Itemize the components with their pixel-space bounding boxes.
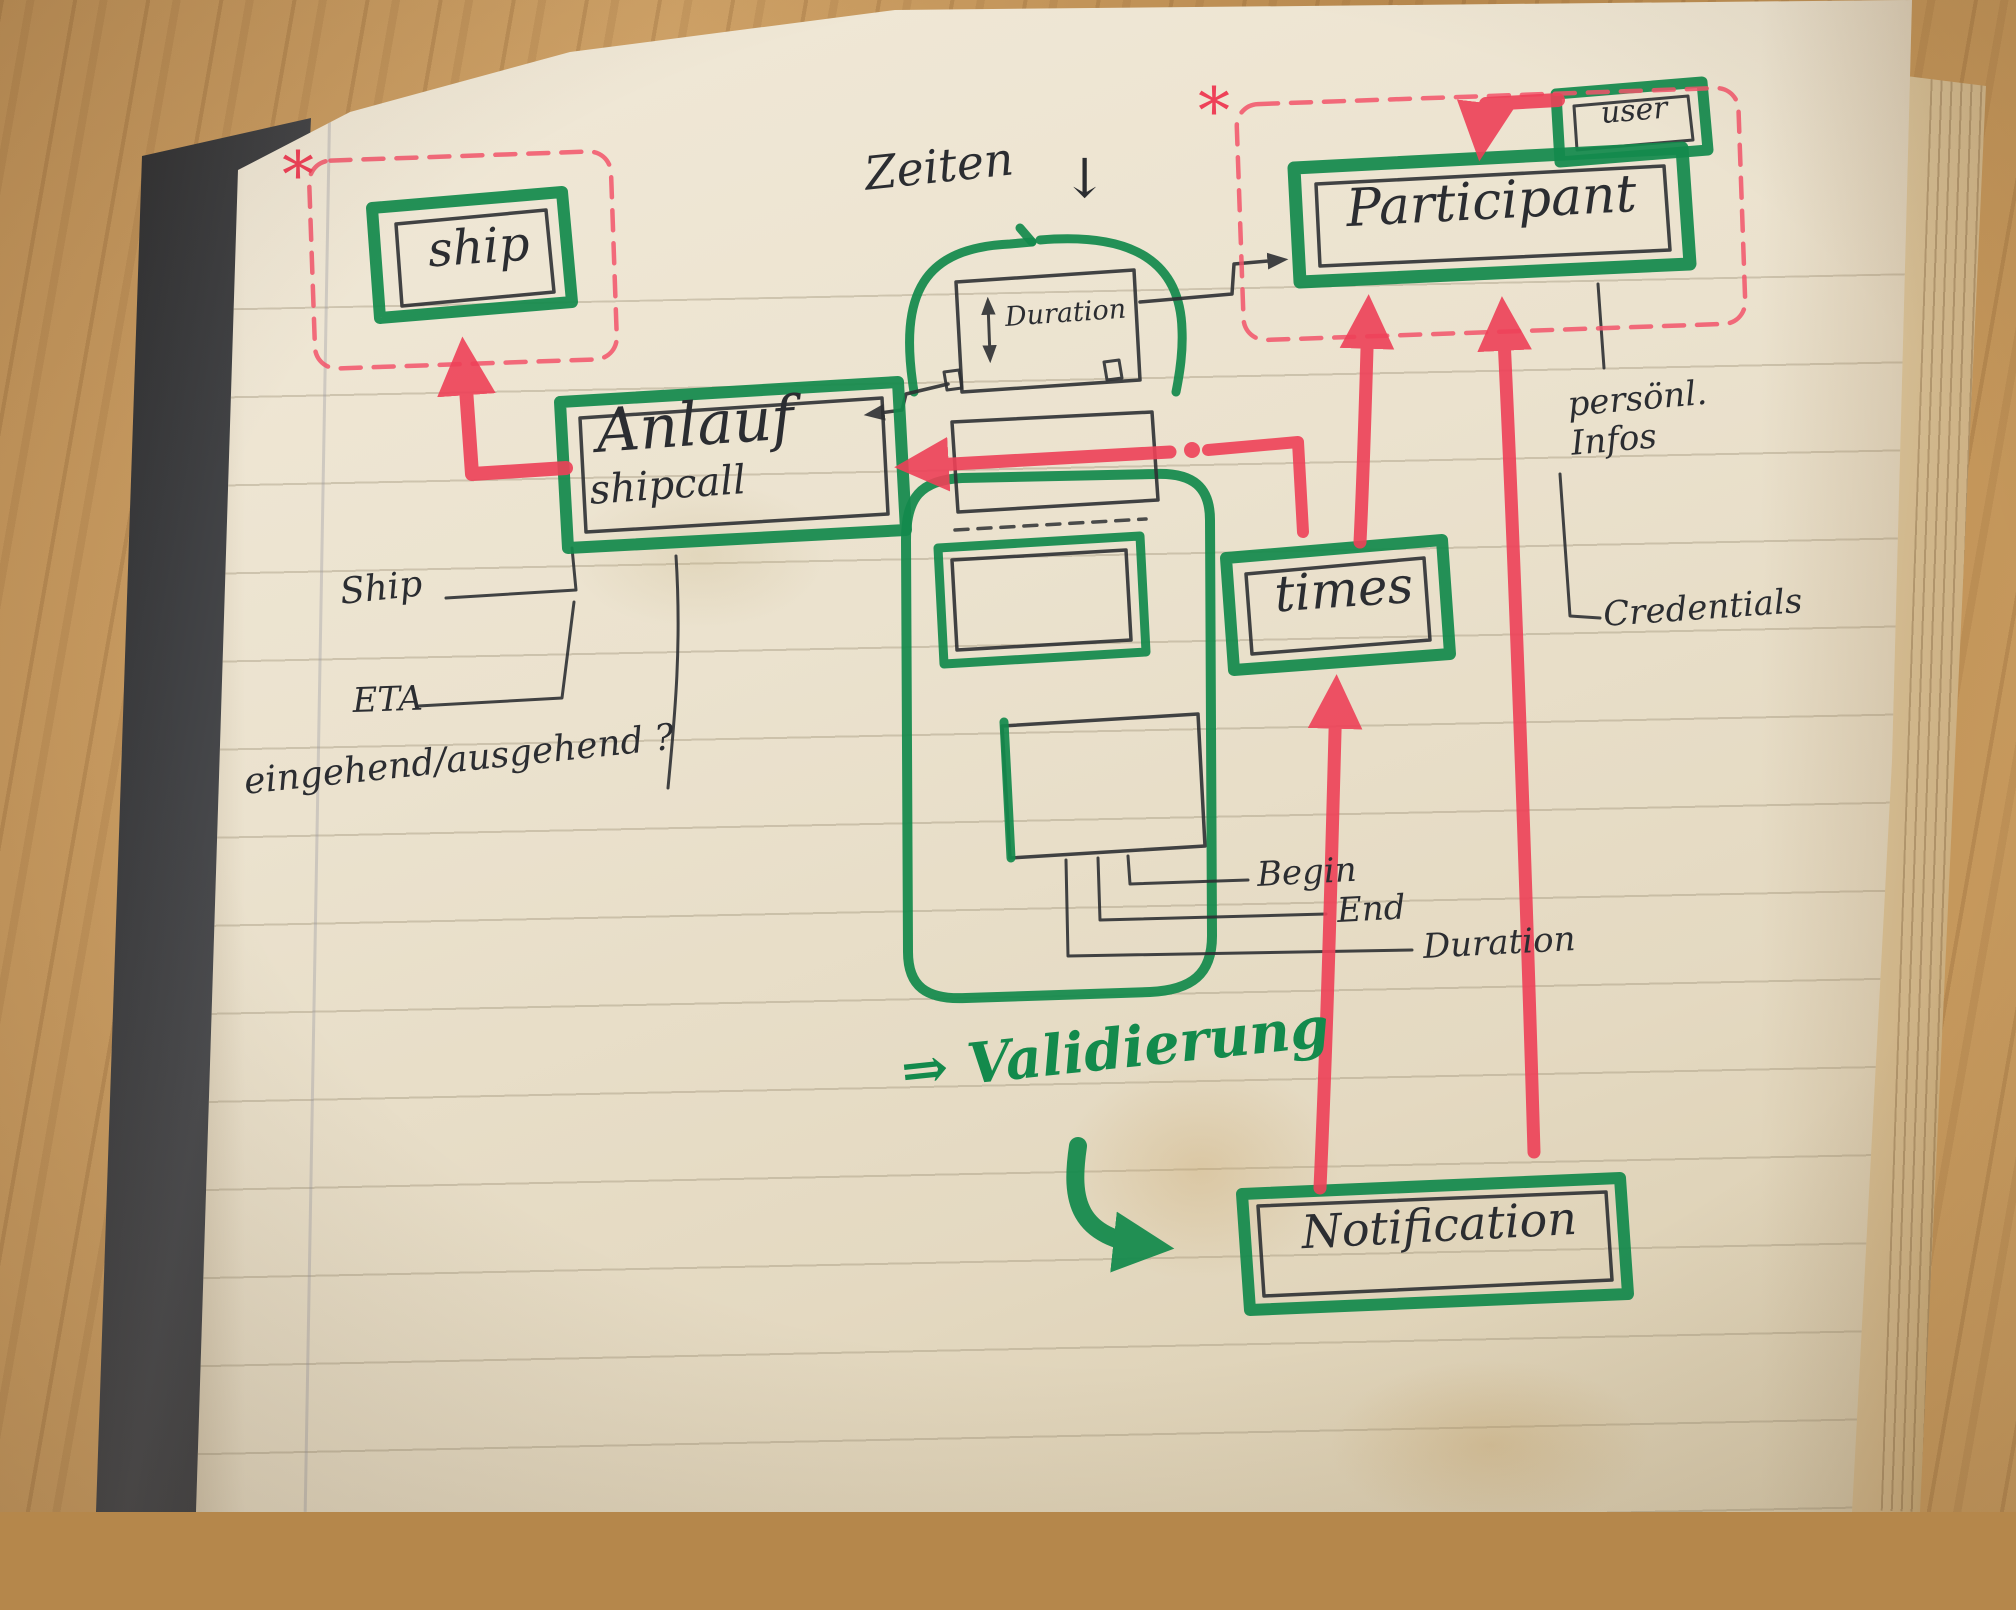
duration-box <box>942 268 1142 394</box>
anlauf-entity-box <box>554 376 912 554</box>
green-arrow-to-notification <box>1066 1137 1175 1273</box>
participant-dashed-frame <box>1234 85 1748 343</box>
connector-duration-to-participant <box>1138 252 1289 304</box>
times-entity-box <box>1220 534 1456 676</box>
notification-entity-box <box>1236 1172 1634 1316</box>
zeiten-down-arrow-icon: ↓ <box>1062 147 1108 210</box>
connector-in-out <box>666 554 680 790</box>
diagram-strokes <box>306 76 1748 1316</box>
arrow-times-to-participant <box>1339 294 1395 549</box>
ship-dashed-frame <box>306 149 620 371</box>
arrow-times-to-anlauf <box>894 436 1177 492</box>
connector-begin <box>1126 854 1250 886</box>
user-entity-box <box>1550 76 1714 168</box>
record-box-top <box>950 410 1160 532</box>
record-box-bottom <box>999 712 1207 863</box>
paper-stain <box>570 480 830 630</box>
personal-infos-label: persönl. Infos <box>1565 372 1709 464</box>
connector-duration-attr <box>1064 858 1414 958</box>
vertical-double-arrow-icon <box>981 296 997 364</box>
arrow-notification-to-participant <box>1477 296 1541 1159</box>
arrow-anlauf-to-ship <box>437 336 573 481</box>
duration-brace <box>905 223 1187 397</box>
red-dashed-frames <box>306 85 1748 371</box>
ship-attribute-label: Ship <box>338 563 425 613</box>
ship-entity-box <box>366 186 578 324</box>
connector-end <box>1096 856 1328 922</box>
arrow-times-to-anlauf-elbow <box>1202 436 1309 538</box>
red-arrows <box>437 93 1565 1195</box>
duration-attribute-label: Duration <box>1421 919 1577 967</box>
ship-asterisk: * <box>282 139 314 213</box>
connector-eta <box>416 600 576 708</box>
pen-connectors <box>416 252 1606 958</box>
paper-stain <box>1330 1360 1650 1512</box>
red-junction-dot <box>1184 442 1200 458</box>
participant-entity-box <box>1287 141 1697 289</box>
participant-asterisk: * <box>1198 75 1230 149</box>
end-attribute-label: End <box>1335 887 1407 931</box>
anlauf-box-label: Anlauf <box>593 383 797 467</box>
record-box-middle <box>933 531 1151 669</box>
desk-scene: * * Zeiten ↓ ship user Participant Durat… <box>0 0 2016 1512</box>
connector-credentials <box>1558 472 1602 620</box>
connector-ship-attr <box>444 546 578 600</box>
begin-attribute-label: Begin <box>1255 849 1358 895</box>
arrow-user-to-participant <box>1456 93 1565 162</box>
arrow-notification-to-times <box>1307 674 1363 1195</box>
eta-attribute-label: ETA <box>351 678 424 721</box>
